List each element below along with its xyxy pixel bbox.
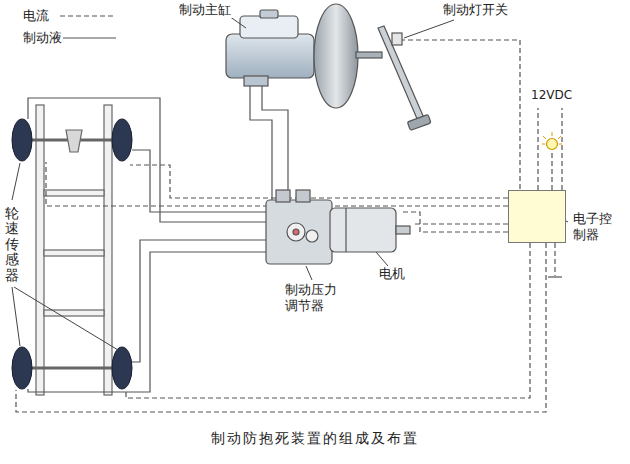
electric-wires <box>16 40 562 412</box>
legend-dashed-sample <box>60 15 116 16</box>
part-label: 电机 <box>378 266 406 282</box>
legend-text: 电流 <box>22 8 50 24</box>
brake-pedal <box>378 26 431 130</box>
part-label: 制动压力调节器 <box>284 282 341 313</box>
part-label: 轮速传感器 <box>4 206 20 283</box>
legend-solid-sample <box>60 37 116 38</box>
chassis-frame <box>22 105 122 395</box>
warning-lamp <box>542 132 562 150</box>
controller-label: 电子控制器 <box>573 211 615 242</box>
pressure-regulator <box>266 190 410 264</box>
brake-fluid-lines <box>28 84 288 392</box>
part-label: 制动灯开关 <box>442 2 509 18</box>
wheels <box>12 119 132 389</box>
legend-text: 制动液 <box>22 30 63 46</box>
ground-mark <box>548 276 562 277</box>
part-label: 制动主缸 <box>178 2 232 18</box>
brake-master-cylinder <box>226 4 382 108</box>
voltage-label: 12VDC <box>530 88 573 102</box>
leader-lines <box>12 14 568 350</box>
controller-box: 电子控制器 <box>508 190 566 243</box>
figure-caption: 制动防抱死装置的组成及布置 <box>210 430 420 447</box>
